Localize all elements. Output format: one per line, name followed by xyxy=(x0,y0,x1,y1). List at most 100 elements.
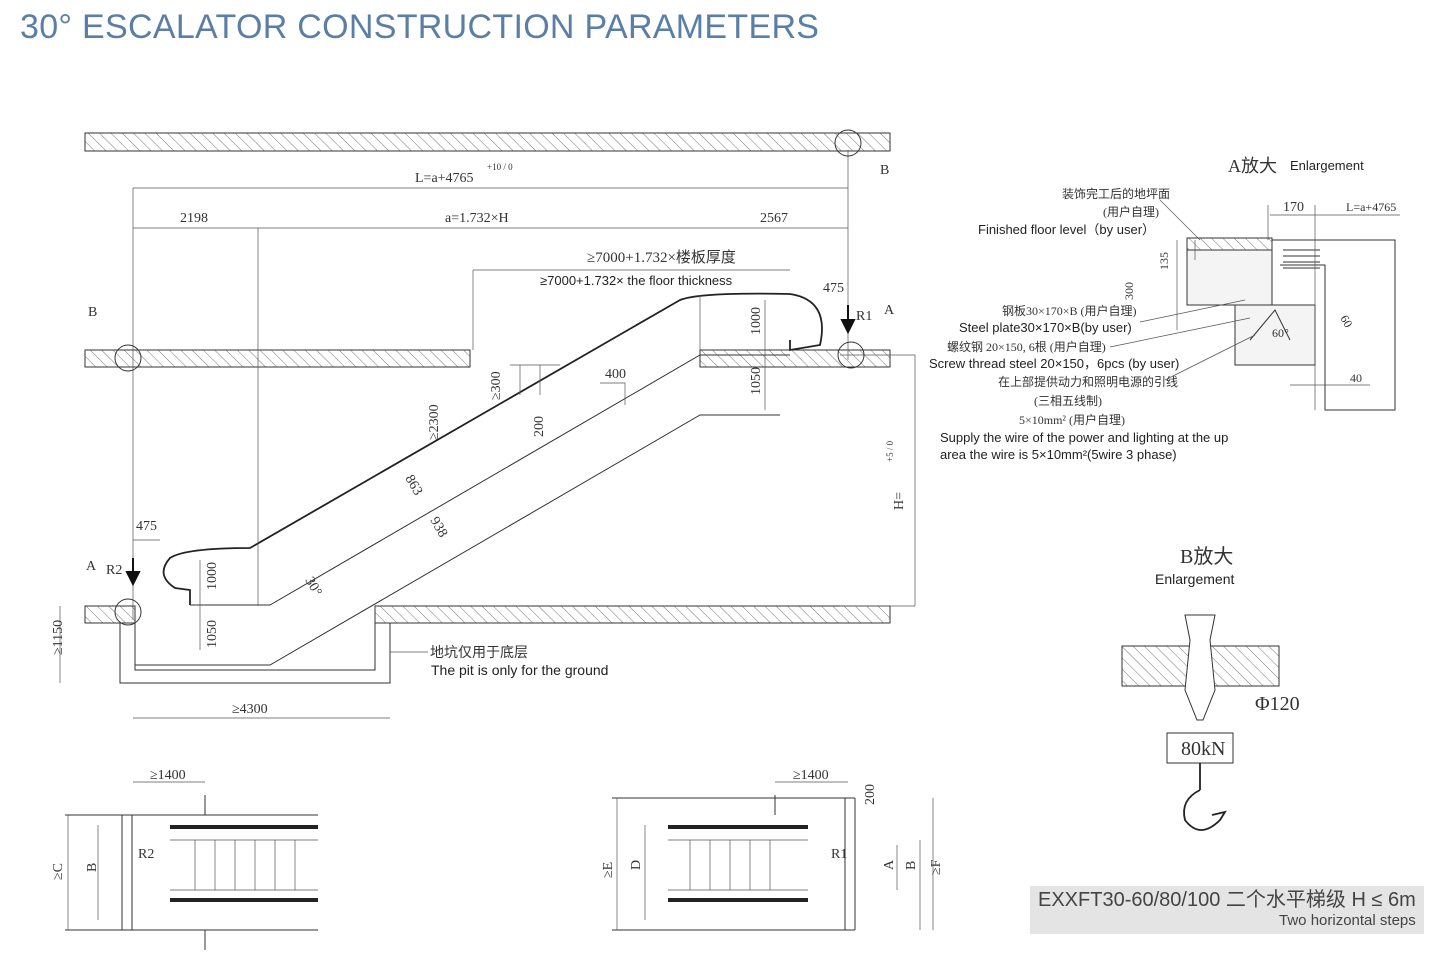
upper-floor-slab-right xyxy=(699,349,891,368)
page-title: 30° ESCALATOR CONSTRUCTION PARAMETERS xyxy=(20,8,820,46)
plate-cn: 钢板30×170×B (用户自理) xyxy=(1002,303,1137,318)
plan-D: D xyxy=(629,860,644,870)
plan-view-upper: ≥1400 ≥E D R1 200 A B ≥F xyxy=(601,768,944,931)
model-name: EXXFT30-60/80/100 二个水平梯级 H ≤ 6m xyxy=(1038,889,1416,911)
detail-a-170: 170 xyxy=(1283,200,1304,215)
plan-B2: B xyxy=(904,861,919,870)
dim-938: 938 xyxy=(427,515,450,541)
plan-B: B xyxy=(85,863,100,872)
step-line xyxy=(510,364,626,405)
plan-view-lower: ≥1400 ≥C B R2 xyxy=(51,768,318,950)
escalator-truss-bottom xyxy=(135,414,780,666)
wire-cn3: 5×10mm² (用户自理) xyxy=(1019,412,1125,427)
dim-top-1050: 1050 xyxy=(749,367,764,395)
concrete-lower xyxy=(1234,304,1316,366)
detail-circle-b-top xyxy=(834,129,862,157)
dim-863: 863 xyxy=(402,473,425,499)
detail-b: B放大 Enlargement Φ120 80kN xyxy=(1121,545,1300,831)
opening-cn: ≥7000+1.732×楼板厚度 xyxy=(587,248,736,266)
detail-b-diameter: Φ120 xyxy=(1255,693,1300,715)
pit-note-cn: 地坑仅用于底层 xyxy=(430,645,528,661)
detail-a-60: 60 xyxy=(1337,313,1355,330)
wire-en2: area the wire is 5×10mm²(5wire 3 phase) xyxy=(940,447,1177,462)
label-b-left: B xyxy=(88,305,97,320)
detail-a-title-en: Enlargement xyxy=(1290,158,1364,173)
plate-en: Steel plate30×170×B(by user) xyxy=(959,320,1132,335)
pit-note-en: The pit is only for the ground xyxy=(431,662,608,678)
escalator-truss xyxy=(190,354,790,606)
angle-60-mark xyxy=(1249,309,1291,341)
detail-b-title-en: Enlargement xyxy=(1155,571,1234,587)
detail-b-title-cn: B放大 xyxy=(1180,545,1233,568)
wire-cn: 在上部提供动力和照明电源的引线 xyxy=(998,374,1178,389)
pit-outline xyxy=(119,623,391,684)
dim-mid: a=1.732×H xyxy=(445,211,509,226)
lifting-hook-anchor xyxy=(1184,614,1216,721)
dim-length-total: L=a+4765 xyxy=(415,171,474,186)
lower-floor-slab-right xyxy=(374,605,891,624)
dim-bot-1000: 1000 xyxy=(205,562,220,590)
dim-height: H= xyxy=(892,492,907,510)
escalator-handrail xyxy=(162,292,823,605)
floor-en: Finished floor level（by user） xyxy=(978,222,1155,237)
dim-pit-1150: ≥1150 xyxy=(51,620,66,655)
screw-cn: 螺纹钢 20×150, 6根 (用户自理) xyxy=(947,339,1106,354)
detail-a-angle: 60° xyxy=(1272,326,1289,340)
dim-bottom-475: 475 xyxy=(136,519,157,534)
angle-30: 30° xyxy=(302,575,325,599)
plan-200: 200 xyxy=(863,784,878,805)
label-a-top: A xyxy=(884,303,895,318)
label-r2: R2 xyxy=(106,563,122,578)
label-r1: R1 xyxy=(856,309,872,324)
floor-cn: 装饰完工后的地坪面 xyxy=(1062,186,1170,201)
detail-a-135: 135 xyxy=(1157,252,1171,270)
detail-a-L: L=a+4765 xyxy=(1346,200,1396,214)
screw-en: Screw thread steel 20×150，6pcs (by user) xyxy=(929,356,1179,371)
detail-circle-a-bottom xyxy=(114,598,142,626)
detail-a-40: 40 xyxy=(1350,371,1362,385)
detail-a-title-cn: A放大 xyxy=(1228,156,1277,176)
ceiling-slab xyxy=(84,132,891,152)
wire-en1: Supply the wire of the power and lightin… xyxy=(940,430,1228,445)
model-subtitle: Two horizontal steps xyxy=(1279,912,1416,929)
model-caption: EXXFT30-60/80/100 二个水平梯级 H ≤ 6m Two hori… xyxy=(1030,886,1424,934)
wire-cn2: (三相五线制) xyxy=(1034,394,1102,408)
dim-top-1000: 1000 xyxy=(749,307,764,335)
plan-right-1400: ≥1400 xyxy=(793,768,829,783)
plan-E: ≥E xyxy=(601,862,616,878)
plan-R1: R1 xyxy=(831,847,847,862)
label-a-bottom: A xyxy=(86,559,97,574)
detail-circle-a-top xyxy=(837,341,865,369)
plan-R2: R2 xyxy=(138,847,154,862)
dim-clear-300: ≥300 xyxy=(489,371,504,400)
arrow-down-r1-icon xyxy=(840,305,856,335)
dim-step-200: 200 xyxy=(532,416,547,437)
dim-left: 2198 xyxy=(180,211,208,226)
plan-left-1400: ≥1400 xyxy=(150,768,186,783)
opening-en: ≥7000+1.732× the floor thickness xyxy=(540,273,733,288)
dim-bot-1050: 1050 xyxy=(205,620,220,648)
dim-top-475: 475 xyxy=(823,281,844,296)
upper-floor-slab-left xyxy=(84,349,471,368)
plan-A: A xyxy=(882,859,897,870)
arrow-down-r2-icon xyxy=(125,558,141,587)
plan-F: ≥F xyxy=(929,859,944,875)
detail-a-300: 300 xyxy=(1122,282,1136,300)
lower-floor-slab-left xyxy=(84,605,136,624)
detail-circle-b-left xyxy=(114,344,142,372)
concrete-block xyxy=(1186,249,1273,306)
label-b-top: B xyxy=(880,163,889,178)
dim-right: 2567 xyxy=(760,211,788,226)
detail-b-load: 80kN xyxy=(1181,738,1225,760)
dim-step-400: 400 xyxy=(605,367,626,382)
load-box xyxy=(1166,732,1234,764)
dim-pit-4300: ≥4300 xyxy=(232,702,268,717)
hook-icon xyxy=(1183,763,1227,831)
truss-end xyxy=(1272,239,1396,411)
floor-cn2: (用户自理) xyxy=(1103,204,1159,219)
detail-a: A放大 Enlargement 170 L=a+4765 135 300 60 … xyxy=(929,156,1400,462)
plan-C: ≥C xyxy=(51,863,66,880)
dim-clear-2300: ≥2300 xyxy=(427,404,442,440)
dim-length-tol: +10 / 0 xyxy=(487,162,513,172)
